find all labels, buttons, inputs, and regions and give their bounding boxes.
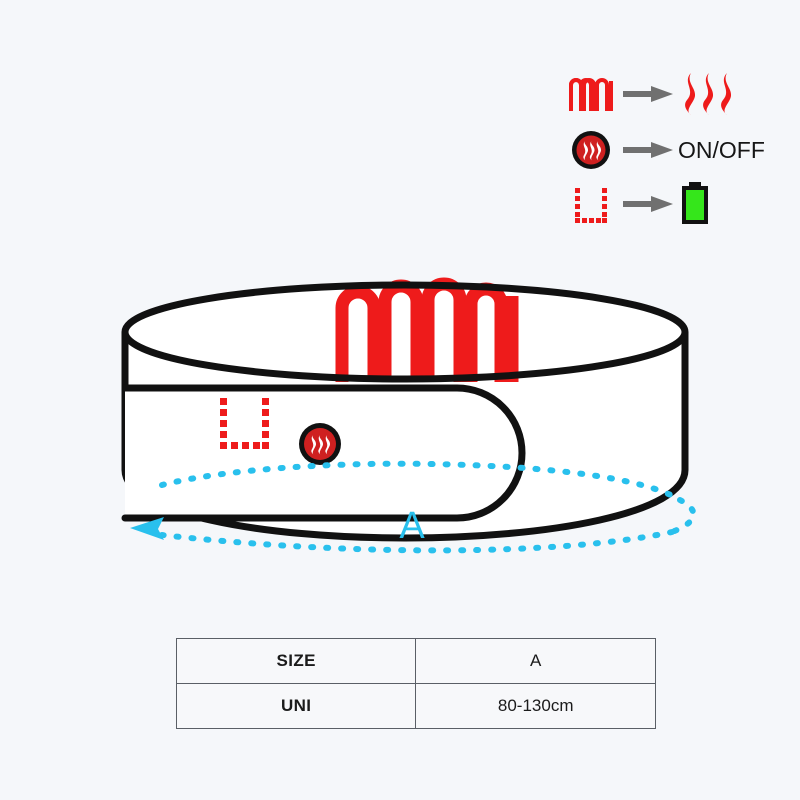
arrow-right-icon bbox=[622, 81, 674, 107]
measurement-arrowhead bbox=[130, 517, 164, 540]
power-button bbox=[299, 423, 341, 465]
legend: ON/OFF bbox=[560, 62, 770, 232]
table-cell-size-uni: UNI bbox=[175, 683, 417, 729]
heated-belt-illustration bbox=[100, 270, 720, 560]
onoff-label-wrap: ON/OFF bbox=[674, 126, 770, 174]
arrow-right-icon bbox=[622, 137, 674, 163]
battery-pocket-marker bbox=[220, 398, 269, 449]
table-header-row: SIZE A bbox=[175, 638, 656, 684]
size-table: SIZE A UNI 80-130cm bbox=[175, 638, 656, 729]
table-header-size: SIZE bbox=[175, 638, 417, 684]
table-cell-measurement-a: 80-130cm bbox=[415, 683, 656, 729]
heat-waves-icon bbox=[674, 70, 770, 118]
legend-row-battery bbox=[560, 178, 770, 230]
battery-icon bbox=[674, 180, 770, 228]
measurement-arc-upper bbox=[159, 460, 683, 503]
heating-element-icon bbox=[560, 70, 622, 118]
battery-pocket-icon bbox=[560, 180, 622, 228]
arrow-right-icon bbox=[622, 191, 674, 217]
legend-row-power: ON/OFF bbox=[560, 124, 770, 176]
belt-top-fill bbox=[125, 285, 685, 379]
measurement-arc-lower bbox=[159, 529, 675, 554]
measurement-label: A bbox=[399, 505, 425, 547]
power-button-icon bbox=[560, 126, 622, 174]
table-row: UNI 80-130cm bbox=[175, 683, 656, 729]
belt-flap-edge bbox=[121, 384, 526, 522]
legend-row-heating bbox=[560, 68, 770, 120]
table-header-a: A bbox=[415, 638, 656, 684]
onoff-label: ON/OFF bbox=[678, 136, 765, 163]
measurement-arc-turn bbox=[669, 497, 697, 535]
measurement-indicator: A bbox=[100, 460, 720, 570]
